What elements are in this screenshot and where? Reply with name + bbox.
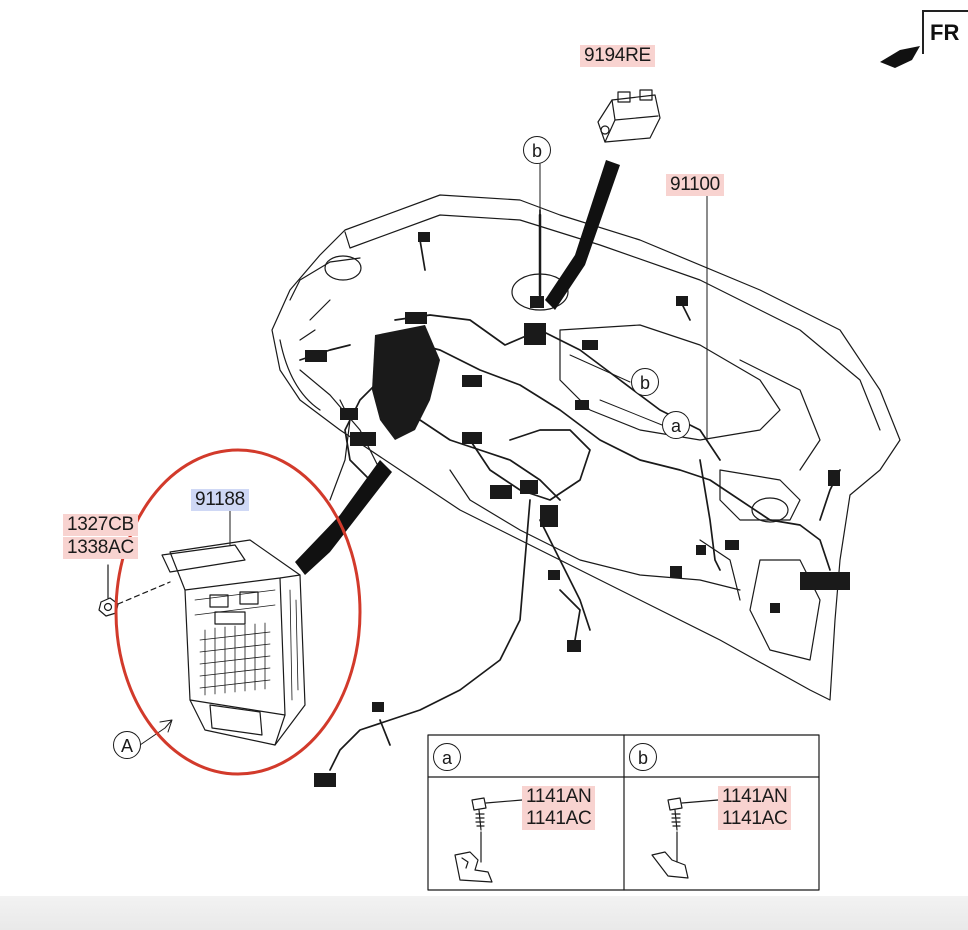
dashboard-outline	[271, 194, 901, 701]
bolt-b-drawing	[651, 797, 719, 879]
fastener-nut	[98, 564, 171, 617]
front-arrow	[880, 46, 920, 68]
callout-main-harness[interactable]: 91100	[666, 174, 724, 196]
detail-tag-a: a	[433, 743, 461, 771]
marker-b-top: b	[523, 136, 551, 164]
harness-sleeves	[295, 160, 620, 575]
callout-detail-b-bolt-1[interactable]: 1141AN	[718, 786, 792, 808]
callout-fastener-1[interactable]: 1327CB	[63, 514, 138, 536]
bolt-a-drawing	[454, 797, 523, 883]
marker-a-dash: a	[662, 411, 690, 439]
marker-view-a: A	[113, 731, 141, 759]
callout-relay[interactable]: 9194RE	[580, 45, 655, 67]
connector-blocks	[305, 232, 850, 787]
marker-b-dash: b	[631, 368, 659, 396]
focus-ring	[114, 448, 362, 776]
callout-detail-a-bolt-2[interactable]: 1141AC	[522, 808, 596, 830]
callout-detail-b-bolt-2[interactable]: 1141AC	[718, 808, 792, 830]
callout-detail-a-bolt-1[interactable]: 1141AN	[522, 786, 596, 808]
callout-junction-box[interactable]: 91188	[191, 489, 249, 511]
harness-lines	[299, 209, 841, 771]
callout-fastener-2[interactable]: 1338AC	[63, 537, 138, 559]
leader-lines	[139, 163, 708, 746]
bottom-bar	[0, 896, 968, 930]
front-direction-label: FR	[922, 10, 968, 54]
junction-box-drawing	[161, 539, 306, 746]
relay-drawing	[597, 89, 661, 143]
detail-tag-b: b	[629, 743, 657, 771]
